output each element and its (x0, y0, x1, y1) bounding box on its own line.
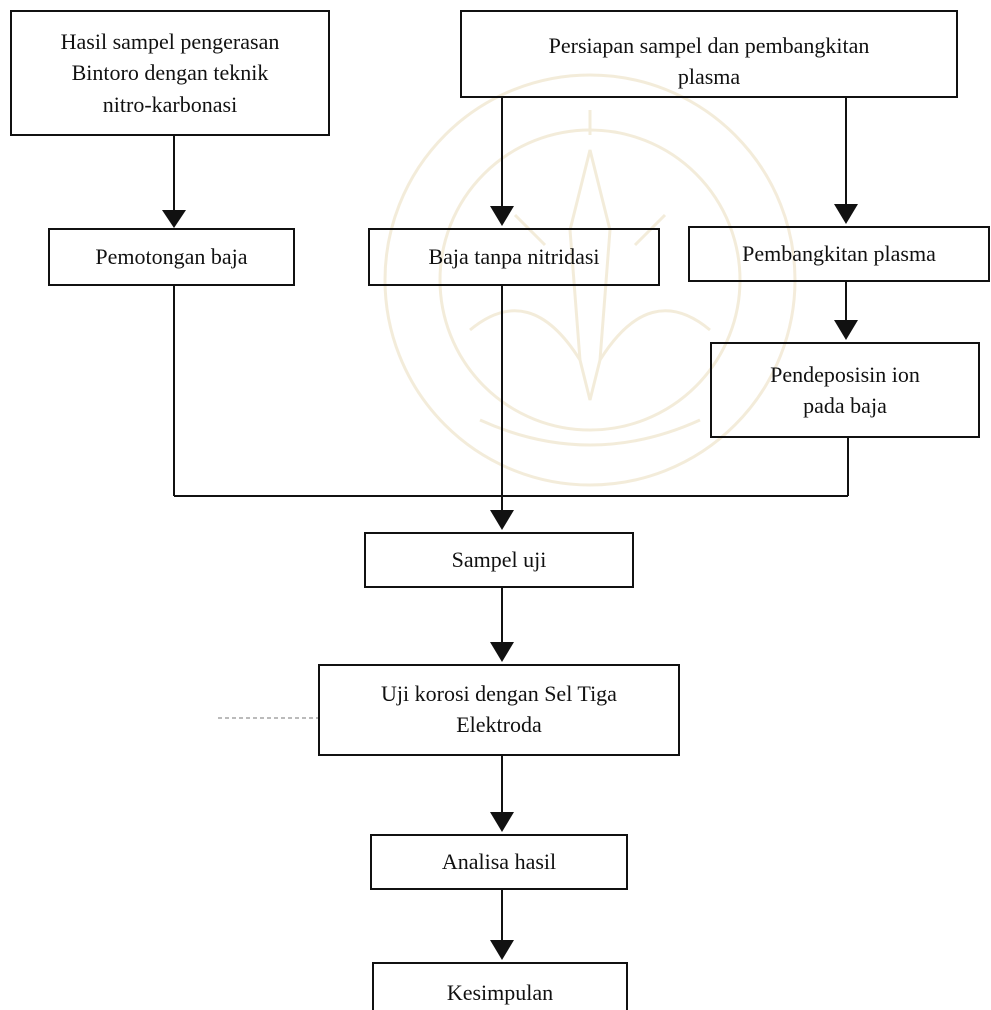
node-analisa-label: Analisa hasil (441, 849, 557, 875)
node-pemotongan: Pemotongan baja (48, 228, 295, 286)
node-hasil-sampel: Hasil sampel pengerasan Bintoro dengan t… (10, 10, 330, 136)
node-pemotongan-label: Pemotongan baja (95, 244, 248, 270)
node-kesimpulan: Kesimpulan (372, 962, 628, 1010)
node-pembangkitan-label: Pembangkitan plasma (742, 241, 936, 267)
node-sampel-uji: Sampel uji (364, 532, 634, 588)
node-hasil-sampel-label: Hasil sampel pengerasan Bintoro dengan t… (60, 29, 280, 117)
node-pendeposisian-label: Pendeposisin ion pada baja (770, 361, 920, 418)
node-kesimpulan-label: Kesimpulan (446, 980, 554, 1006)
node-pendeposisian: Pendeposisin ion pada baja (710, 342, 980, 438)
node-persiapan-label: Persiapan sampel dan pembangkitan plasma (548, 33, 870, 90)
node-sampel-uji-label: Sampel uji (451, 547, 547, 573)
node-baja-tanpa-label: Baja tanpa nitridasi (428, 244, 600, 270)
node-persiapan: Persiapan sampel dan pembangkitan plasma (460, 10, 958, 98)
node-baja-tanpa: Baja tanpa nitridasi (368, 228, 660, 286)
node-pembangkitan: Pembangkitan plasma (688, 226, 990, 282)
node-analisa: Analisa hasil (370, 834, 628, 890)
node-uji-korosi-label: Uji korosi dengan Sel Tiga Elektroda (381, 681, 617, 738)
node-uji-korosi: Uji korosi dengan Sel Tiga Elektroda (318, 664, 680, 756)
